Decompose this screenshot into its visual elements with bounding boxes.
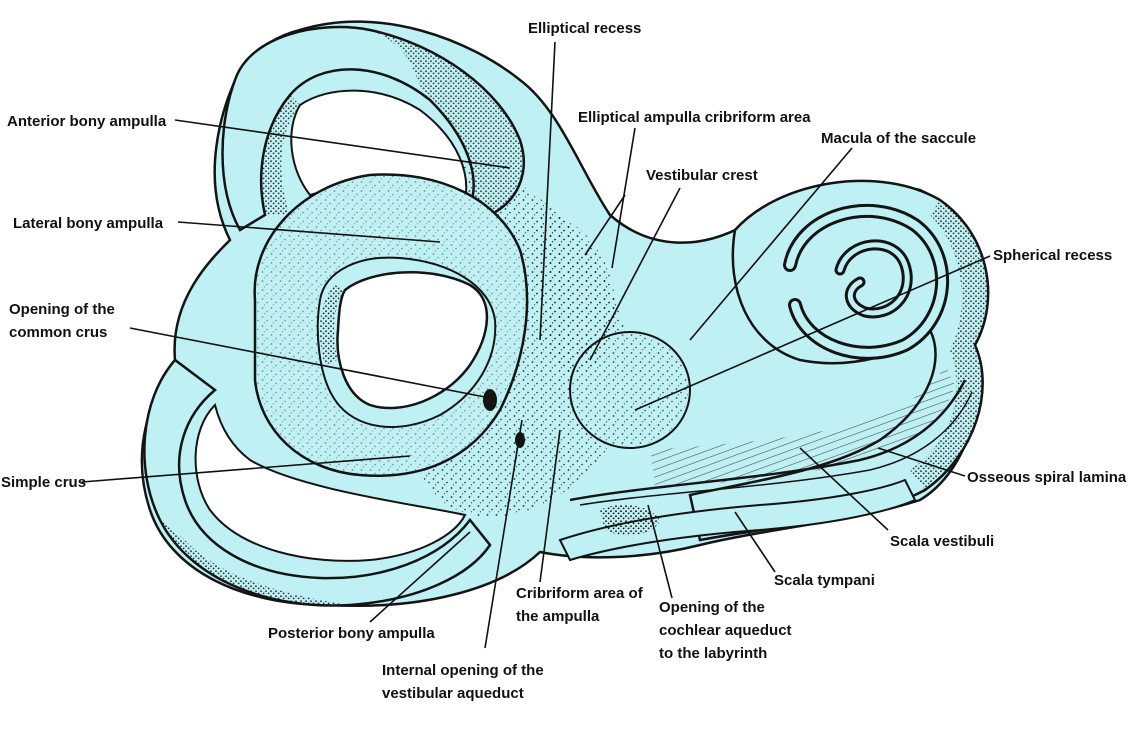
cochlea-spiral-outer-fill [786, 207, 947, 357]
leader-vestibular-aqueduct [484, 419, 523, 649]
label-anterior-bony-ampulla: Anterior bony ampulla [7, 113, 167, 130]
leader-elliptical-recess [539, 41, 556, 341]
leader-lateral-bony-ampulla [177, 221, 441, 243]
spherical-recess-stipple [572, 334, 688, 446]
leader-lines [81, 41, 991, 649]
leader-posterior-bony-ampulla [369, 531, 471, 623]
scala-vestibuli-hatch [650, 365, 955, 485]
leader-cochlear-aqueduct [647, 504, 673, 599]
label-opening-cochlear-aqueduct-line1: Opening of the [659, 599, 765, 616]
label-scala-vestibuli: Scala vestibuli [890, 533, 994, 550]
posterior-canal-shade [160, 520, 350, 606]
scala-tympani [558, 478, 917, 562]
leader-cribriform-ampulla [539, 429, 561, 583]
label-internal-opening-vestibular-aqueduct-line2: vestibular aqueduct [382, 685, 524, 702]
anterior-canal-shade [370, 30, 524, 215]
anterior-canal-inner-shade [261, 95, 300, 215]
label-lateral-bony-ampulla: Lateral bony ampulla [13, 215, 164, 232]
elliptical-recess [535, 210, 616, 375]
label-macula-of-the-saccule: Macula of the saccule [821, 130, 976, 147]
lateral-canal-opening [336, 271, 489, 410]
leader-scala-tympani [734, 511, 776, 573]
posterior-canal-lumen [194, 403, 467, 562]
leader-vestibular-crest [589, 187, 681, 361]
label-scala-tympani: Scala tympani [774, 572, 875, 589]
label-cribriform-area-ampulla-line1: Cribriform area of [516, 585, 644, 602]
label-osseous-spiral-lamina: Osseous spiral lamina [967, 469, 1127, 486]
label-opening-cochlear-aqueduct-line2: cochlear aqueduct [659, 622, 792, 639]
osseous-spiral-lamina [569, 379, 967, 502]
labels: Elliptical recess Anterior bony ampulla … [1, 20, 1127, 702]
label-opening-cochlear-aqueduct-line3: to the labyrinth [659, 645, 767, 662]
leader-anterior-bony-ampulla [174, 119, 511, 169]
osseous-spiral-lamina-band [579, 391, 973, 506]
label-internal-opening-vestibular-aqueduct-line1: Internal opening of the [382, 662, 544, 679]
label-opening-common-crus-line2: common crus [9, 324, 107, 341]
label-vestibular-crest: Vestibular crest [646, 167, 758, 184]
label-elliptical-ampulla-cribriform-area: Elliptical ampulla cribriform area [578, 109, 811, 126]
label-spherical-recess: Spherical recess [993, 247, 1112, 264]
label-simple-crus: Simple crus [1, 474, 86, 491]
lateral-canal-ring-shade [319, 285, 345, 365]
label-posterior-bony-ampulla: Posterior bony ampulla [268, 625, 435, 642]
common-crus-opening [483, 389, 497, 411]
label-cribriform-area-ampulla-line2: the ampulla [516, 608, 600, 625]
leader-scala-vestibuli [799, 447, 889, 531]
leader-common-crus [129, 327, 491, 399]
cochlear-aqueduct-shade [600, 504, 660, 536]
leader-spherical-recess [634, 255, 991, 411]
leader-macula-saccule [689, 147, 853, 341]
label-opening-common-crus-line1: Opening of the [9, 301, 115, 318]
leader-simple-crus [81, 455, 411, 483]
label-elliptical-recess: Elliptical recess [528, 20, 641, 37]
leader-osseous-spiral-lamina [877, 447, 966, 477]
leader-ellip-cribriform-b [584, 194, 626, 256]
cochlea-shell-shade [910, 200, 989, 490]
anatomy-drawing [140, 20, 990, 607]
